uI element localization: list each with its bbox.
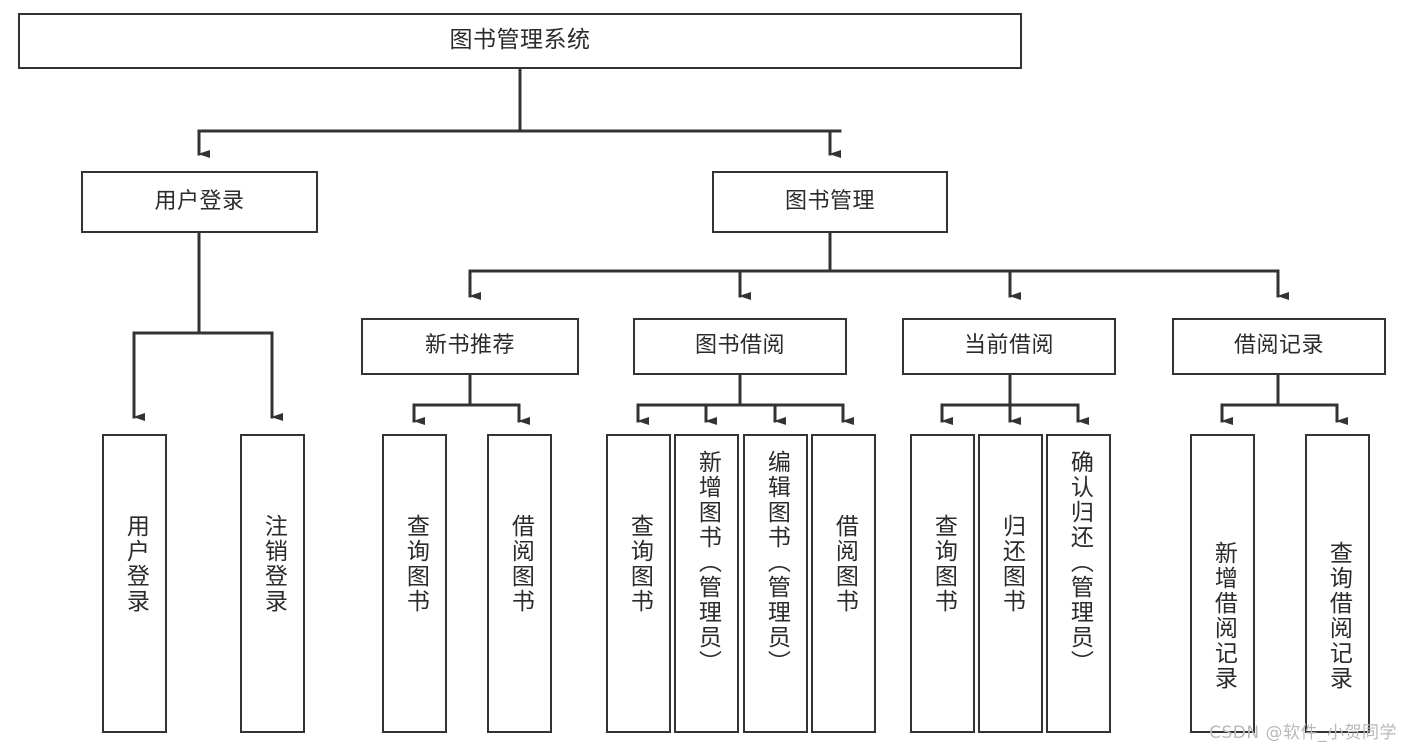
node-label: 归还图书 [998,514,1025,614]
node-label: 新书推荐 [424,333,515,359]
node-current-borrow[interactable]: 当前借阅 [902,318,1116,375]
leaf-add-book[interactable]: 新增图书（管理员） [674,434,739,733]
node-book-borrow[interactable]: 图书借阅 [633,318,847,375]
node-label: 编辑图书（管理员） [763,450,790,675]
leaf-add-borrow-record[interactable]: 新增借阅记录 [1190,434,1255,733]
node-new-book-recommend[interactable]: 新书推荐 [361,318,579,375]
node-user-login[interactable]: 用户登录 [81,171,318,233]
leaf-borrow-book-borrow[interactable]: 借阅图书 [811,434,876,733]
node-root-system[interactable]: 图书管理系统 [18,13,1022,69]
leaf-logout-login[interactable]: 注销登录 [240,434,305,733]
leaf-return-book[interactable]: 归还图书 [978,434,1043,733]
leaf-query-book-recommend[interactable]: 查询图书 [382,434,447,733]
leaf-user-login[interactable]: 用户登录 [102,434,167,733]
leaf-query-book-borrow[interactable]: 查询图书 [606,434,671,733]
node-label: 用户登录 [122,514,149,614]
node-label: 借阅图书 [507,514,534,614]
leaf-edit-book[interactable]: 编辑图书（管理员） [743,434,808,733]
node-label: 确认归还（管理员） [1066,450,1093,675]
node-label: 查询图书 [930,514,957,614]
node-label: 图书管理 [784,188,875,214]
node-label: 新增图书（管理员） [694,450,721,675]
node-label: 查询图书 [626,514,653,614]
node-borrow-record[interactable]: 借阅记录 [1172,318,1386,375]
node-label: 图书借阅 [694,333,785,359]
node-label: 图书管理系统 [449,27,591,54]
node-label: 查询借阅记录 [1325,541,1352,691]
leaf-confirm-return[interactable]: 确认归还（管理员） [1046,434,1111,733]
leaf-borrow-book-recommend[interactable]: 借阅图书 [487,434,552,733]
node-label: 注销登录 [260,514,287,614]
node-label: 借阅记录 [1233,333,1324,359]
node-label: 当前借阅 [963,333,1054,359]
node-label: 新增借阅记录 [1210,541,1237,691]
leaf-query-borrow-record[interactable]: 查询借阅记录 [1305,434,1370,733]
node-book-manage[interactable]: 图书管理 [712,171,948,233]
leaf-query-book-current[interactable]: 查询图书 [910,434,975,733]
node-label: 用户登录 [154,188,245,214]
node-label: 查询图书 [402,514,429,614]
node-label: 借阅图书 [831,514,858,614]
